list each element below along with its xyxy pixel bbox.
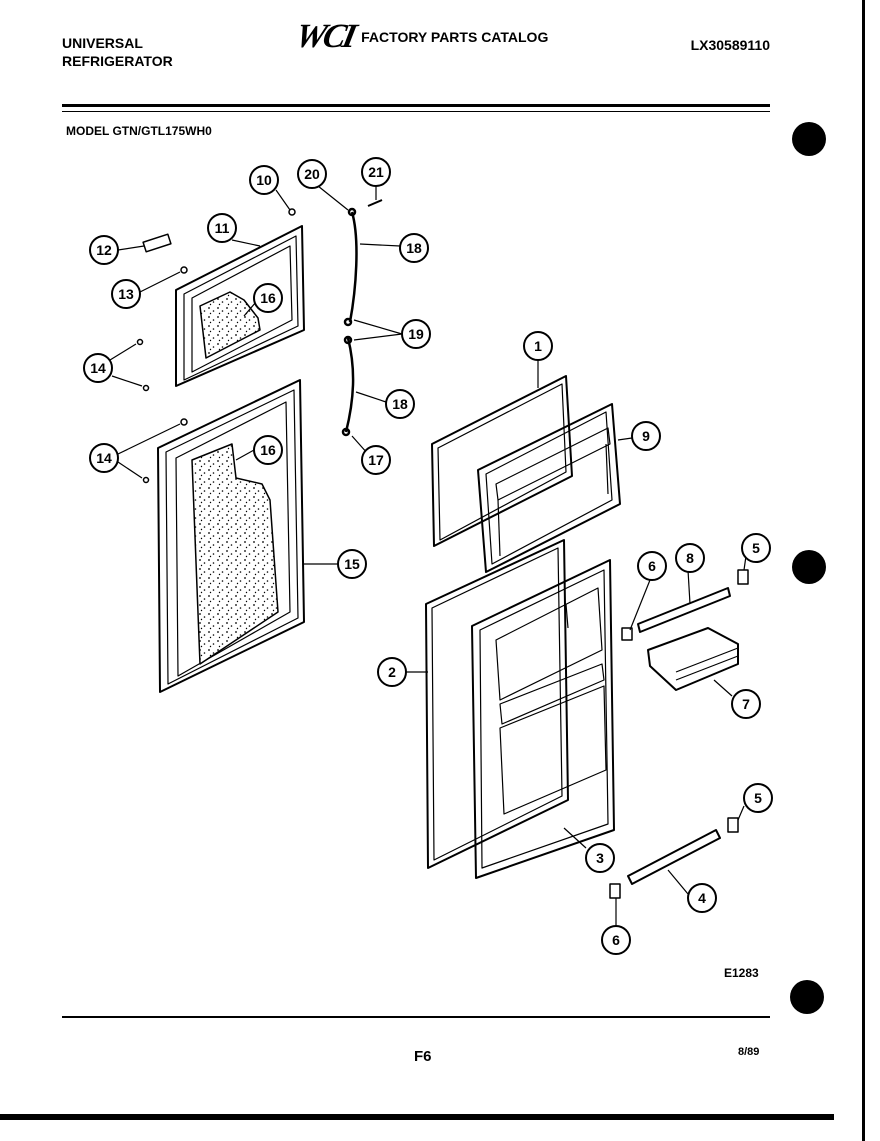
- scan-edge-right: [862, 0, 865, 1141]
- callout-13: 13: [111, 279, 141, 309]
- header-rule-thin: [62, 111, 770, 112]
- callout-4: 4: [687, 883, 717, 913]
- callout-15: 15: [337, 549, 367, 579]
- door-handle-assembly: [341, 207, 358, 437]
- callout-2: 2: [377, 657, 407, 687]
- svg-text:4: 4: [698, 890, 706, 906]
- callout-1: 1: [523, 331, 553, 361]
- model-label: MODEL GTN/GTL175WH0: [66, 124, 212, 138]
- callout-21: 21: [361, 157, 391, 187]
- svg-text:5: 5: [752, 540, 760, 556]
- svg-text:11: 11: [215, 220, 230, 236]
- svg-text:3: 3: [596, 850, 604, 866]
- scan-edge-bottom: [0, 1114, 834, 1120]
- door-screw-top: [136, 338, 144, 346]
- catalog-title: FACTORY PARTS CATALOG: [361, 29, 549, 45]
- callout-9: 9: [631, 421, 661, 451]
- svg-text:17: 17: [368, 452, 384, 468]
- svg-text:9: 9: [642, 428, 650, 444]
- callout-20: 20: [297, 159, 327, 189]
- diagram-code: E1283: [724, 966, 759, 980]
- svg-text:6: 6: [612, 932, 620, 948]
- svg-text:19: 19: [408, 326, 424, 342]
- binder-hole-top: [792, 122, 826, 156]
- svg-text:18: 18: [392, 396, 408, 412]
- catalog-header: WCI FACTORY PARTS CATALOG: [292, 18, 549, 55]
- brand-line-2: REFRIGERATOR: [62, 53, 173, 69]
- fresh-food-gasket: [425, 539, 569, 869]
- document-id: LX30589110: [690, 37, 770, 53]
- callout-19: 19: [401, 319, 431, 349]
- binder-hole-middle: [792, 550, 826, 584]
- brand-block: UNIVERSAL REFRIGERATOR: [62, 34, 173, 70]
- lower-end-cap-left: [609, 883, 621, 899]
- freezer-gasket: [431, 375, 573, 547]
- callout-16-lower: 16: [253, 435, 283, 465]
- upper-shelf-rail: [637, 587, 731, 633]
- leader-lines: [109, 185, 747, 926]
- callout-5-upper: 5: [741, 533, 771, 563]
- hinge-pin-cover: [142, 233, 172, 253]
- freezer-door-outer: [175, 225, 305, 387]
- door-screw-bottom: [142, 384, 150, 392]
- door-stop-screw-bottom: [142, 476, 150, 484]
- svg-text:2: 2: [388, 664, 396, 680]
- svg-text:14: 14: [90, 360, 106, 376]
- callout-14-lower: 14: [89, 443, 119, 473]
- svg-text:20: 20: [304, 166, 320, 182]
- revision-date: 8/89: [738, 1046, 760, 1058]
- svg-text:1: 1: [534, 338, 542, 354]
- callout-6-upper: 6: [637, 551, 667, 581]
- svg-text:6: 6: [648, 558, 656, 574]
- lower-shelf-rail: [627, 829, 721, 885]
- brand-line-1: UNIVERSAL: [62, 35, 143, 51]
- svg-text:7: 7: [742, 696, 750, 712]
- svg-text:10: 10: [256, 172, 272, 188]
- door-stop-screw-top: [180, 418, 188, 426]
- callout-7: 7: [731, 689, 761, 719]
- callout-8: 8: [675, 543, 705, 573]
- upper-end-cap-left: [621, 627, 633, 641]
- svg-text:16: 16: [260, 290, 276, 306]
- freezer-door-liner: [477, 403, 621, 573]
- callout-5-lower: 5: [743, 783, 773, 813]
- callout-14-upper: 14: [83, 353, 113, 383]
- callout-10: 10: [249, 165, 279, 195]
- callout-18-upper: 18: [399, 233, 429, 263]
- fresh-food-insulation: [191, 443, 279, 665]
- svg-text:12: 12: [96, 242, 112, 258]
- hinge-plug: [180, 266, 188, 274]
- svg-text:13: 13: [118, 286, 134, 302]
- dairy-bin: [647, 627, 739, 691]
- upper-end-cap-right: [737, 569, 749, 585]
- svg-text:15: 15: [344, 556, 360, 572]
- lower-end-cap-right: [727, 817, 739, 833]
- svg-text:16: 16: [260, 442, 276, 458]
- callout-11: 11: [207, 213, 237, 243]
- hinge-shim: [288, 208, 296, 216]
- svg-text:18: 18: [406, 240, 422, 256]
- callout-3: 3: [585, 843, 615, 873]
- svg-text:5: 5: [754, 790, 762, 806]
- callout-16-upper: 16: [253, 283, 283, 313]
- fresh-food-door-outer: [157, 379, 305, 693]
- callout-6-lower: 6: [601, 925, 631, 955]
- callout-18-lower: 18: [385, 389, 415, 419]
- page-number: F6: [414, 1048, 432, 1065]
- header-rule-thick: [62, 104, 770, 107]
- freezer-insulation: [199, 291, 261, 359]
- callout-12: 12: [89, 235, 119, 265]
- svg-text:21: 21: [368, 164, 384, 180]
- svg-text:8: 8: [686, 550, 694, 566]
- binder-hole-bottom: [790, 980, 824, 1014]
- handle-screw: [367, 199, 383, 207]
- fresh-food-door-liner: [471, 559, 615, 879]
- callout-17: 17: [361, 445, 391, 475]
- footer-rule: [62, 1016, 770, 1018]
- svg-text:14: 14: [96, 450, 112, 466]
